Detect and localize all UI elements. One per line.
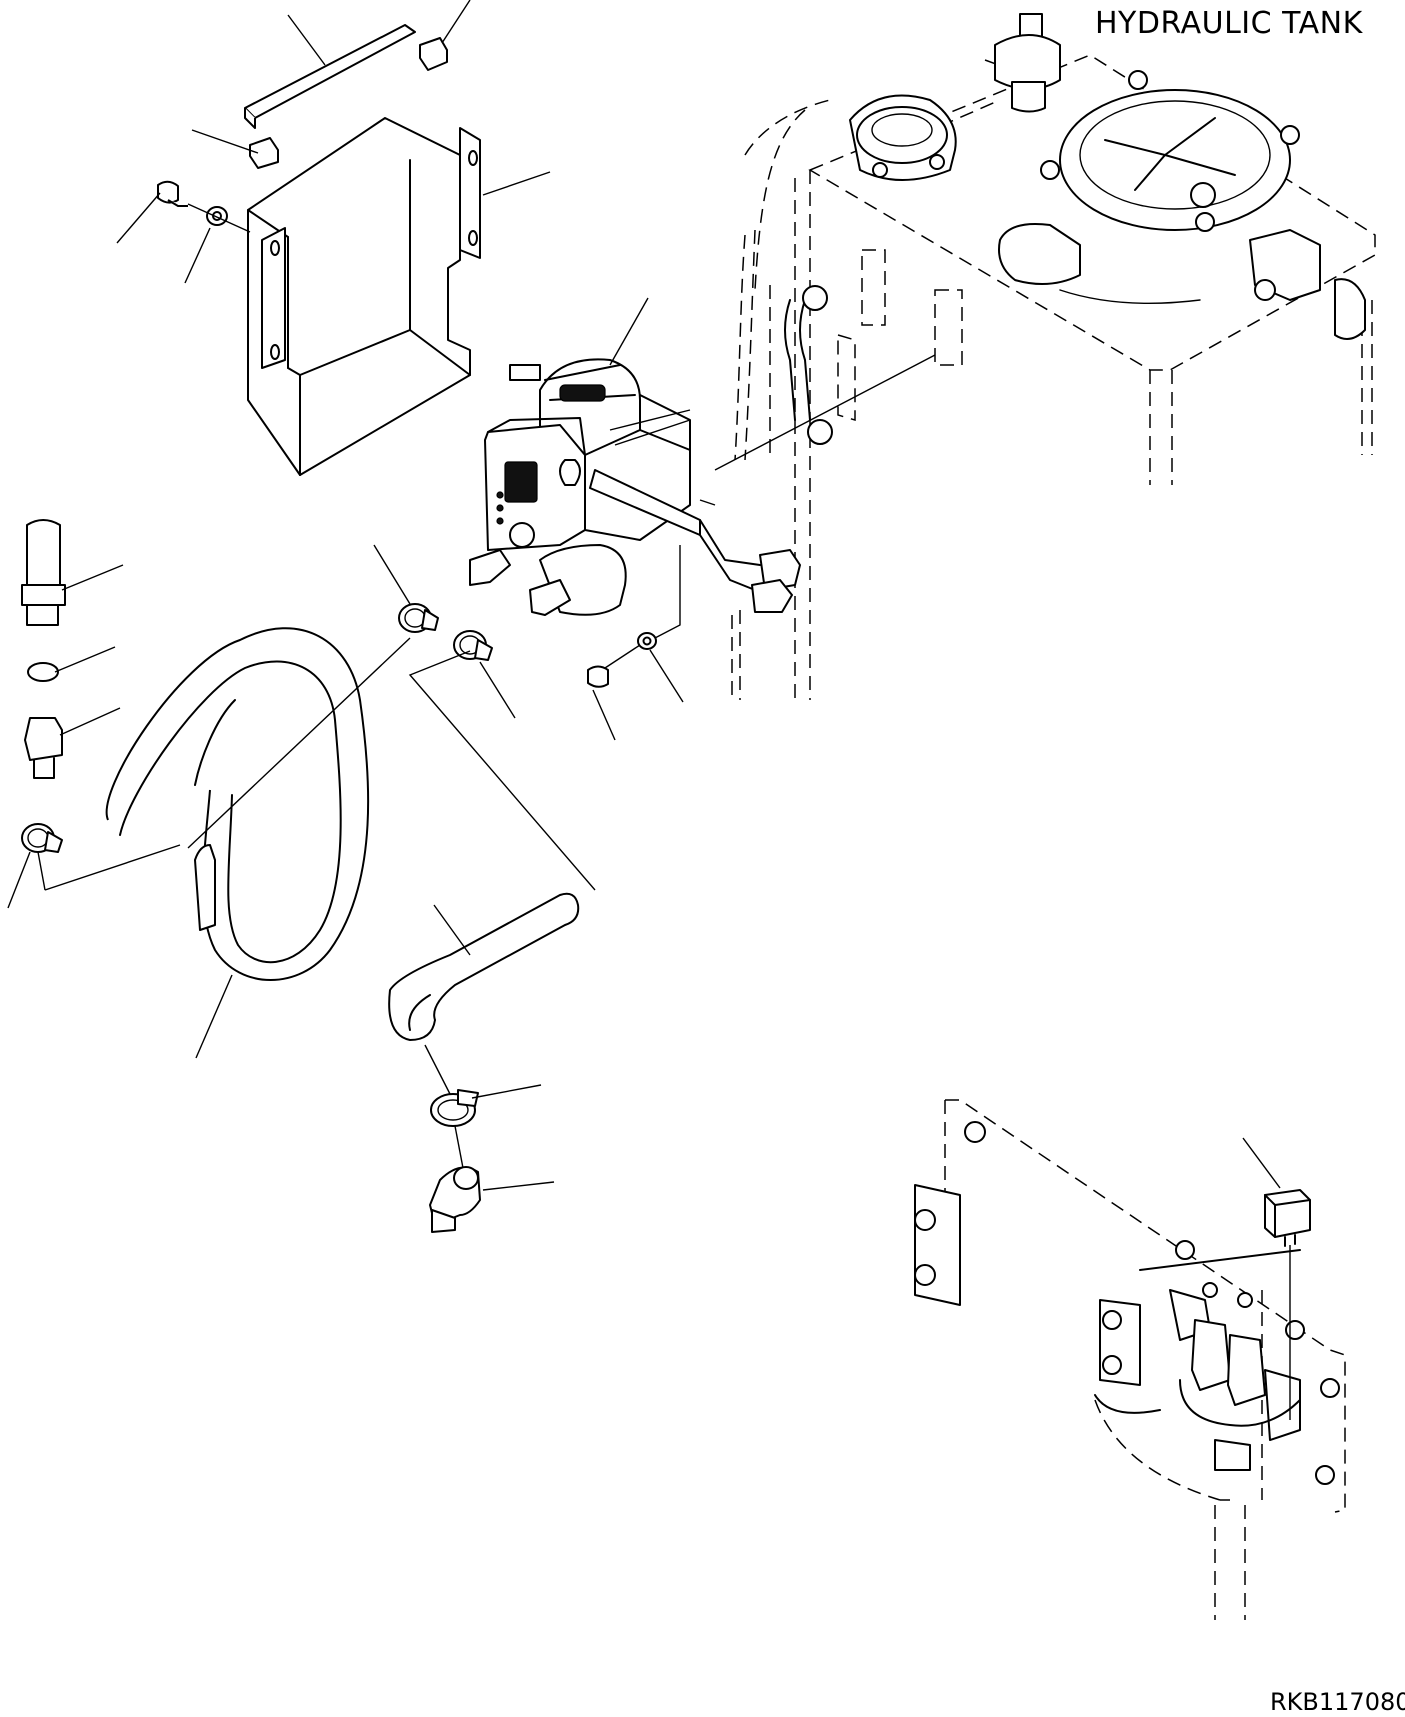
- cover-plate: [247, 117, 481, 476]
- diagram-title: HYDRAULIC TANK: [1095, 6, 1363, 41]
- hose-clamp-pump-1: [398, 603, 439, 633]
- tank-mount-blocks: [714, 249, 963, 471]
- o-ring: [27, 662, 59, 682]
- drawing-code: RKB117080: [1270, 1688, 1405, 1716]
- bolt-and-washer-upper: [157, 180, 251, 233]
- pump-assembly: [469, 358, 701, 616]
- hose-clamp-left: [21, 823, 63, 853]
- elbow-fitting: [429, 1125, 481, 1233]
- adapter-fitting: [24, 717, 63, 779]
- pump-harness: [699, 499, 801, 700]
- return-hose: [388, 650, 596, 1041]
- tank-sight-gauge-hose: [754, 109, 833, 445]
- seal-strip: [244, 24, 448, 169]
- tank-filter-head: [998, 70, 1366, 340]
- tank-cap-small: [849, 94, 957, 181]
- relay-panel: [914, 1099, 1346, 1620]
- leader-lines: [7, 0, 1281, 1191]
- hose-clamp-pump-2: [453, 630, 493, 661]
- hose-clamp-lower: [424, 1044, 479, 1127]
- sensor-filter: [21, 519, 66, 626]
- relay: [1264, 1189, 1311, 1420]
- bolt-and-washer-lower: [587, 545, 681, 688]
- tank-breather: [994, 13, 1061, 113]
- main-hose: [37, 627, 411, 981]
